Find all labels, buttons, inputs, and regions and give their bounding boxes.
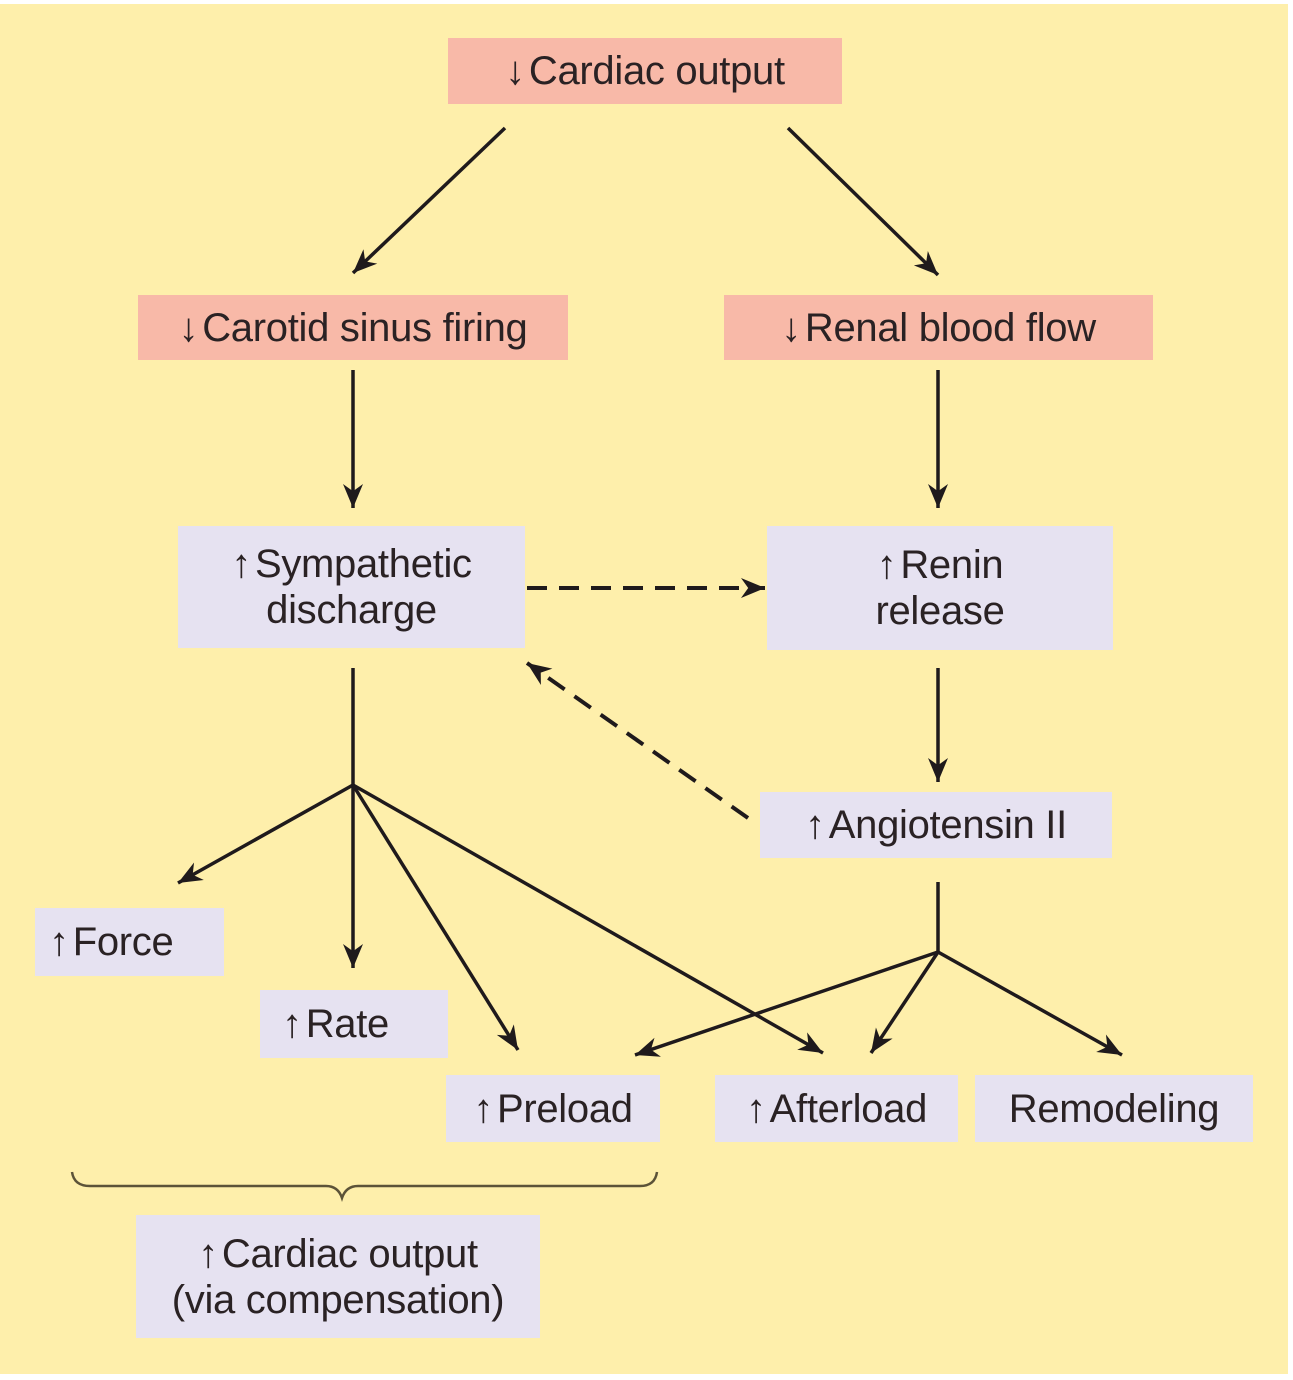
node-label: Rate xyxy=(305,1002,390,1046)
arrowhead-icon xyxy=(496,1024,518,1050)
edge-angiotensin-to-remodeling xyxy=(937,950,1123,1057)
arrowhead-icon xyxy=(871,1027,893,1053)
node-preload: ↑Preload xyxy=(446,1075,660,1142)
node-label: Carotid sinus firing xyxy=(202,305,528,350)
node-label: Afterload xyxy=(769,1086,928,1131)
up-arrow-icon: ↑ xyxy=(198,1231,218,1276)
up-arrow-icon: ↑ xyxy=(473,1086,493,1131)
node-renal-blood-flow: ↓Renal blood flow xyxy=(724,295,1153,360)
up-arrow-icon: ↑ xyxy=(745,1086,766,1131)
node-label-line-2: release xyxy=(875,589,1005,633)
edge-cardiac-output-down-to-renal-blood-flow xyxy=(786,126,940,277)
node-afterload: ↑Afterload xyxy=(715,1075,958,1142)
node-angiotensin-ii: ↑Angiotensin II xyxy=(760,792,1112,858)
node-force: ↑Force xyxy=(35,908,224,976)
up-arrow-icon: ↑ xyxy=(876,543,897,587)
diagram-background xyxy=(0,4,1288,1374)
arrowhead-icon xyxy=(741,578,765,598)
arrowhead-icon xyxy=(1096,1034,1122,1055)
node-rate: ↑Rate xyxy=(260,990,448,1058)
up-arrow-icon: ↑ xyxy=(282,1002,302,1046)
arrowhead-icon xyxy=(353,249,378,273)
edge-angiotensin-to-preload xyxy=(634,950,939,1057)
edge-sympathetic-to-force xyxy=(177,783,354,885)
node-carotid-sinus-firing: ↓Carotid sinus firing xyxy=(138,295,568,360)
arrowhead-icon xyxy=(527,663,553,685)
arrowhead-icon xyxy=(913,251,938,275)
grouping-brace xyxy=(70,1171,659,1202)
arrowhead-icon xyxy=(797,1032,823,1053)
node-label: Remodeling xyxy=(1008,1086,1220,1131)
node-label: Force xyxy=(72,920,174,964)
node-label: Sympathetic xyxy=(254,542,472,586)
node-label: Preload xyxy=(496,1086,633,1131)
node-label: Cardiac output xyxy=(528,49,785,93)
arrowhead-icon xyxy=(343,944,363,968)
node-label: Cardiac output xyxy=(221,1231,478,1276)
edge-angiotensin-to-afterload xyxy=(869,951,940,1054)
arrowhead-icon xyxy=(635,1037,661,1057)
node-cardiac-output-decreased: ↓Cardiac output xyxy=(448,38,842,104)
edge-cardiac-output-down-to-carotid-sinus xyxy=(351,126,507,275)
edge-sympathetic-to-preload xyxy=(351,784,520,1051)
arrowhead-icon xyxy=(928,758,948,782)
edge-angiotensin-to-sympathetic xyxy=(525,661,750,820)
arrowhead-icon xyxy=(343,484,363,508)
node-label: Renin xyxy=(900,543,1004,587)
arrowhead-icon xyxy=(928,484,948,508)
down-arrow-icon: ↓ xyxy=(781,305,801,350)
down-arrow-icon: ↓ xyxy=(505,49,525,93)
node-label-line-2: discharge xyxy=(266,588,437,632)
node-label-line-2: (via compensation) xyxy=(171,1277,505,1322)
node-sympathetic-discharge: ↑Sympathetic discharge xyxy=(178,526,525,648)
node-label: Renal blood flow xyxy=(804,305,1096,350)
node-renin-release: ↑Renin release xyxy=(767,526,1113,650)
up-arrow-icon: ↑ xyxy=(49,920,69,964)
node-remodeling: Remodeling xyxy=(975,1075,1253,1142)
arrowhead-icon xyxy=(178,862,204,883)
up-arrow-icon: ↑ xyxy=(231,542,251,586)
node-cardiac-output-increased: ↑Cardiac output (via compensation) xyxy=(136,1215,540,1338)
edge-sympathetic-to-afterload xyxy=(352,783,824,1055)
up-arrow-icon: ↑ xyxy=(805,803,825,847)
node-label: Angiotensin II xyxy=(828,803,1067,847)
down-arrow-icon: ↓ xyxy=(178,305,199,350)
